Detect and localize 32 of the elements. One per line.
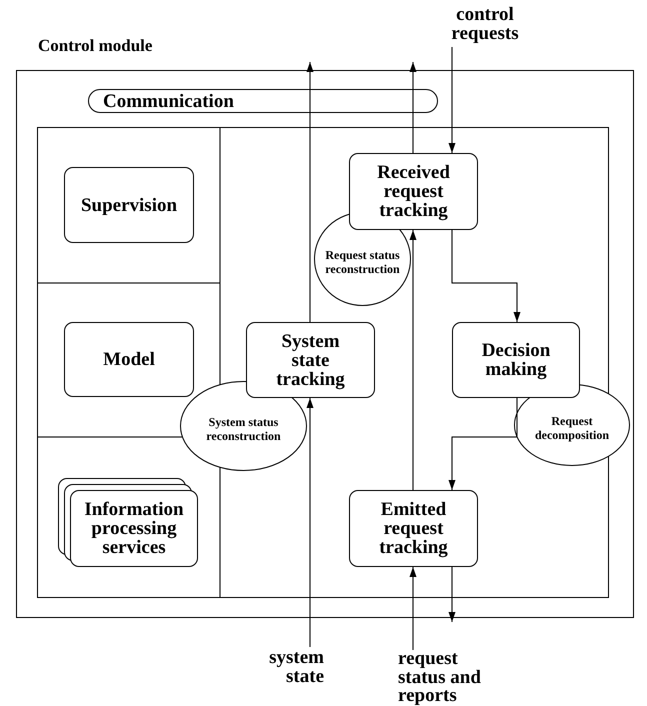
- process-box: [64, 322, 194, 397]
- box-label: Information processing services: [83, 500, 185, 557]
- box-label: Received request tracking: [376, 163, 451, 220]
- process-box: [452, 322, 580, 398]
- arrow: [448, 398, 518, 490]
- box-label: Supervision: [80, 196, 178, 214]
- ellipse-label: System status reconstruction: [205, 414, 282, 444]
- process-box: [64, 167, 194, 243]
- stacked-process-box: [58, 478, 198, 567]
- flow-label: request status and reports: [398, 650, 482, 706]
- flow-label: control requests: [450, 6, 520, 44]
- arrow: [410, 230, 416, 490]
- bar-label: Communication: [103, 92, 234, 110]
- process-box: [349, 153, 478, 230]
- arrow: [448, 46, 456, 154]
- flow-label: system state: [268, 649, 324, 687]
- box-label: Decision making: [480, 341, 552, 379]
- module-title: Control module: [38, 35, 152, 57]
- arrow: [448, 566, 456, 622]
- ellipse-label: Request status reconstruction: [324, 246, 401, 276]
- arrow: [452, 230, 520, 322]
- arrow: [306, 398, 314, 648]
- ellipse-label: Request decomposition: [534, 412, 610, 442]
- box-label: System state tracking: [275, 332, 346, 388]
- arrow: [410, 62, 416, 154]
- process-box: [246, 322, 375, 398]
- arrow: [306, 62, 314, 322]
- box-label: Model: [103, 350, 155, 369]
- communication-bar: [88, 89, 438, 113]
- box-label: Emitted request tracking: [378, 500, 449, 557]
- process-box: [349, 490, 478, 567]
- arrow: [410, 566, 416, 650]
